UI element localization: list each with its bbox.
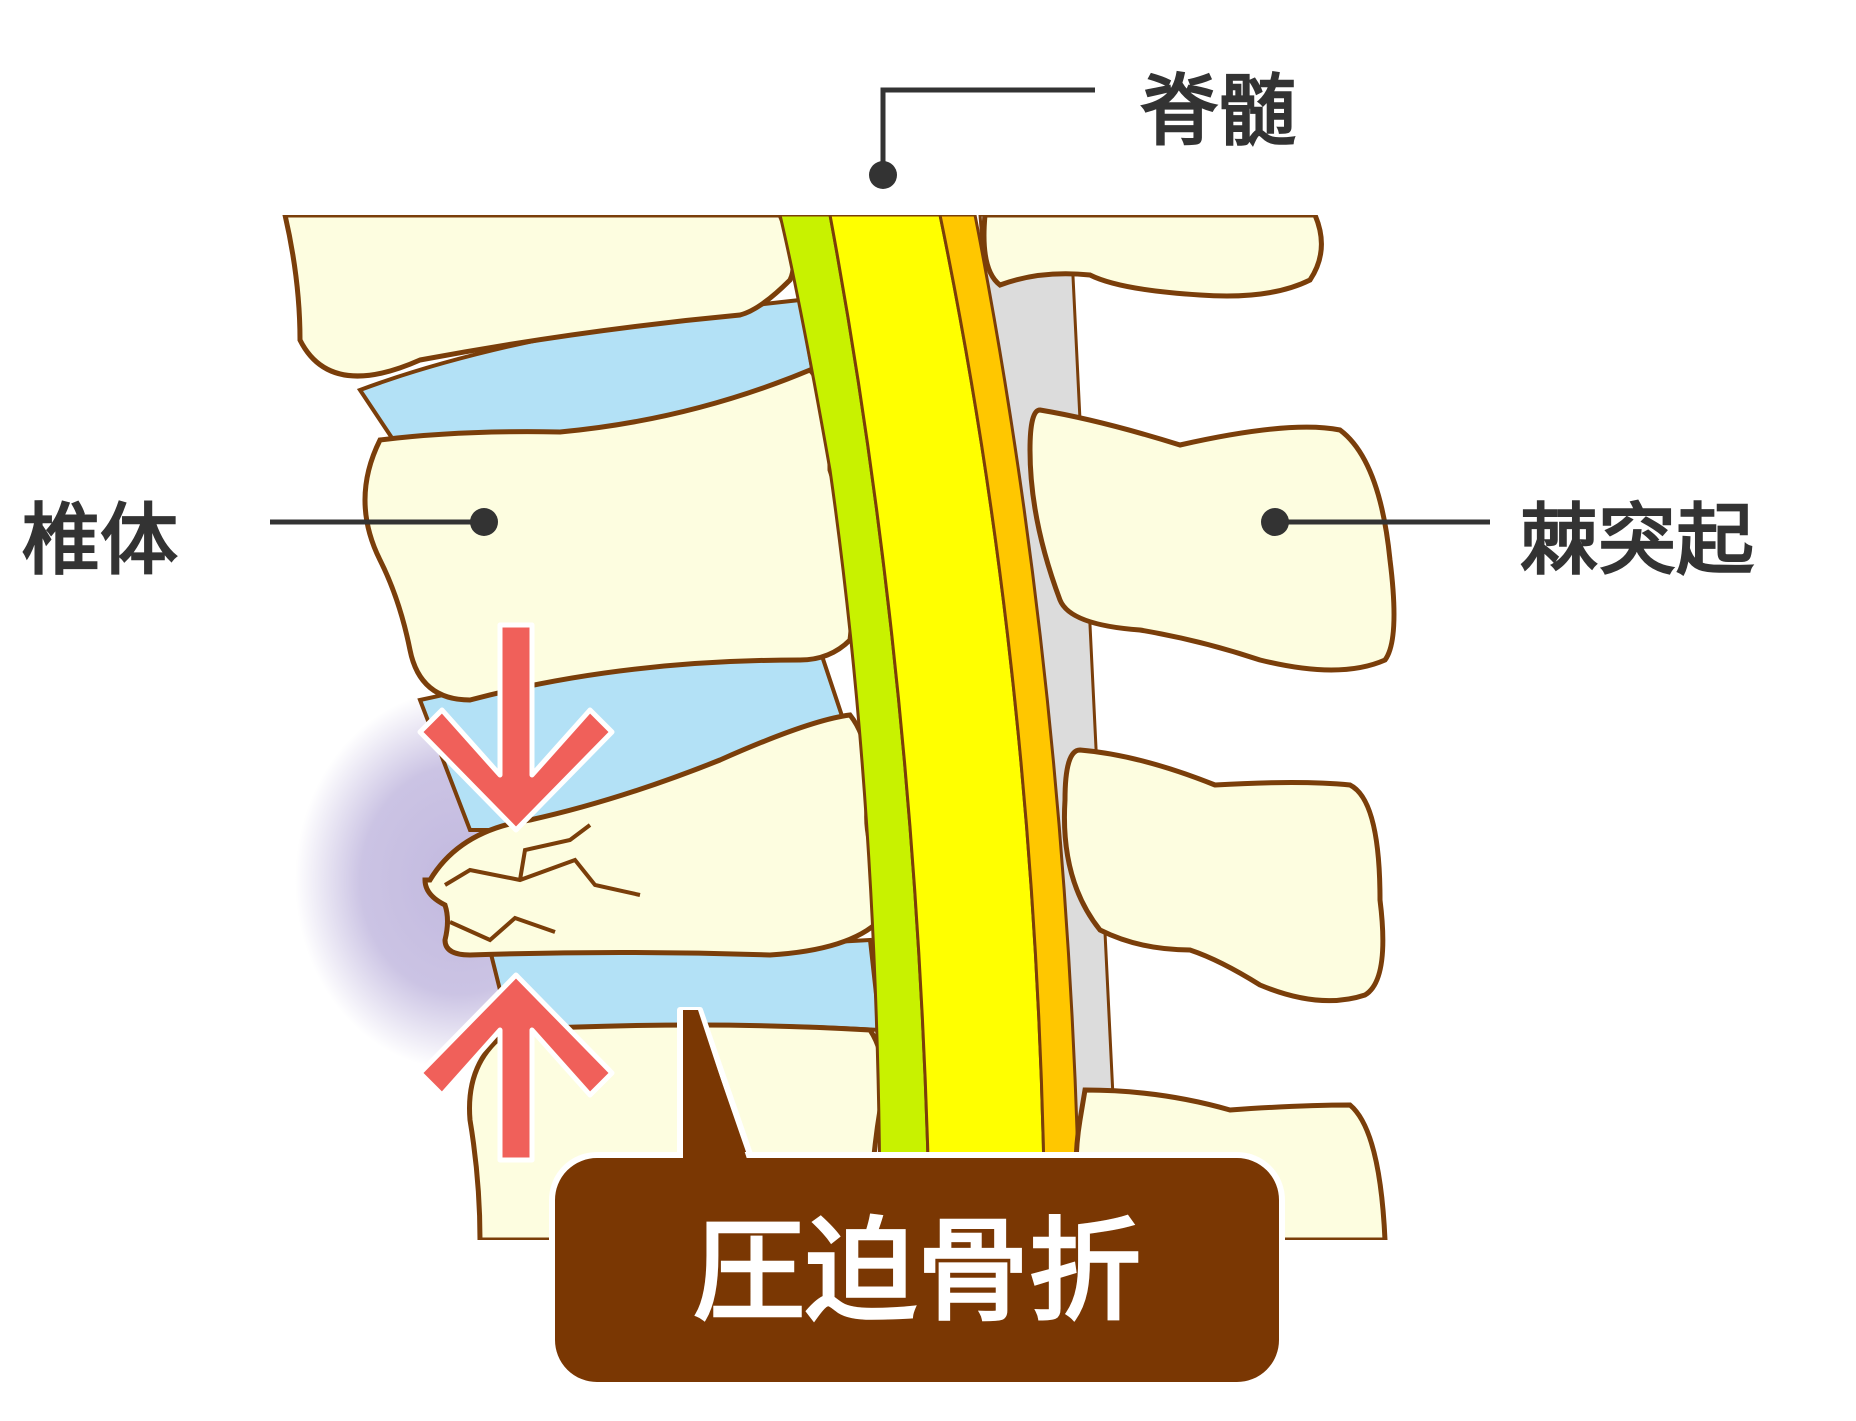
label-spinal-cord: 脊髄 [1140,67,1296,157]
leader-spinal-cord [869,87,1095,189]
callout-compression-fracture: 圧迫骨折 [549,1007,1285,1388]
label-spinous-process: 棘突起 [1520,496,1755,586]
fracture-crack-3 [518,823,592,881]
vertebra-1 [282,215,796,379]
fracture-crack-2 [449,915,556,943]
compression-arrow-down [417,622,615,833]
spinal-cord-orange [938,215,1082,1240]
fracture-crack-1 [443,857,641,897]
spinous-process-3 [1061,747,1386,1004]
spinous-process-1 [981,215,1324,299]
vertebra-2 [362,367,855,703]
leader-spinous-process [1261,508,1490,536]
callout-compression-fracture-text: 圧迫骨折 [693,1207,1141,1337]
label-vertebral-body: 椎体 [22,496,178,586]
spinous-process-2 [1027,407,1397,673]
leader-vertebral-body [270,508,498,536]
compression-arrow-up [417,972,615,1163]
